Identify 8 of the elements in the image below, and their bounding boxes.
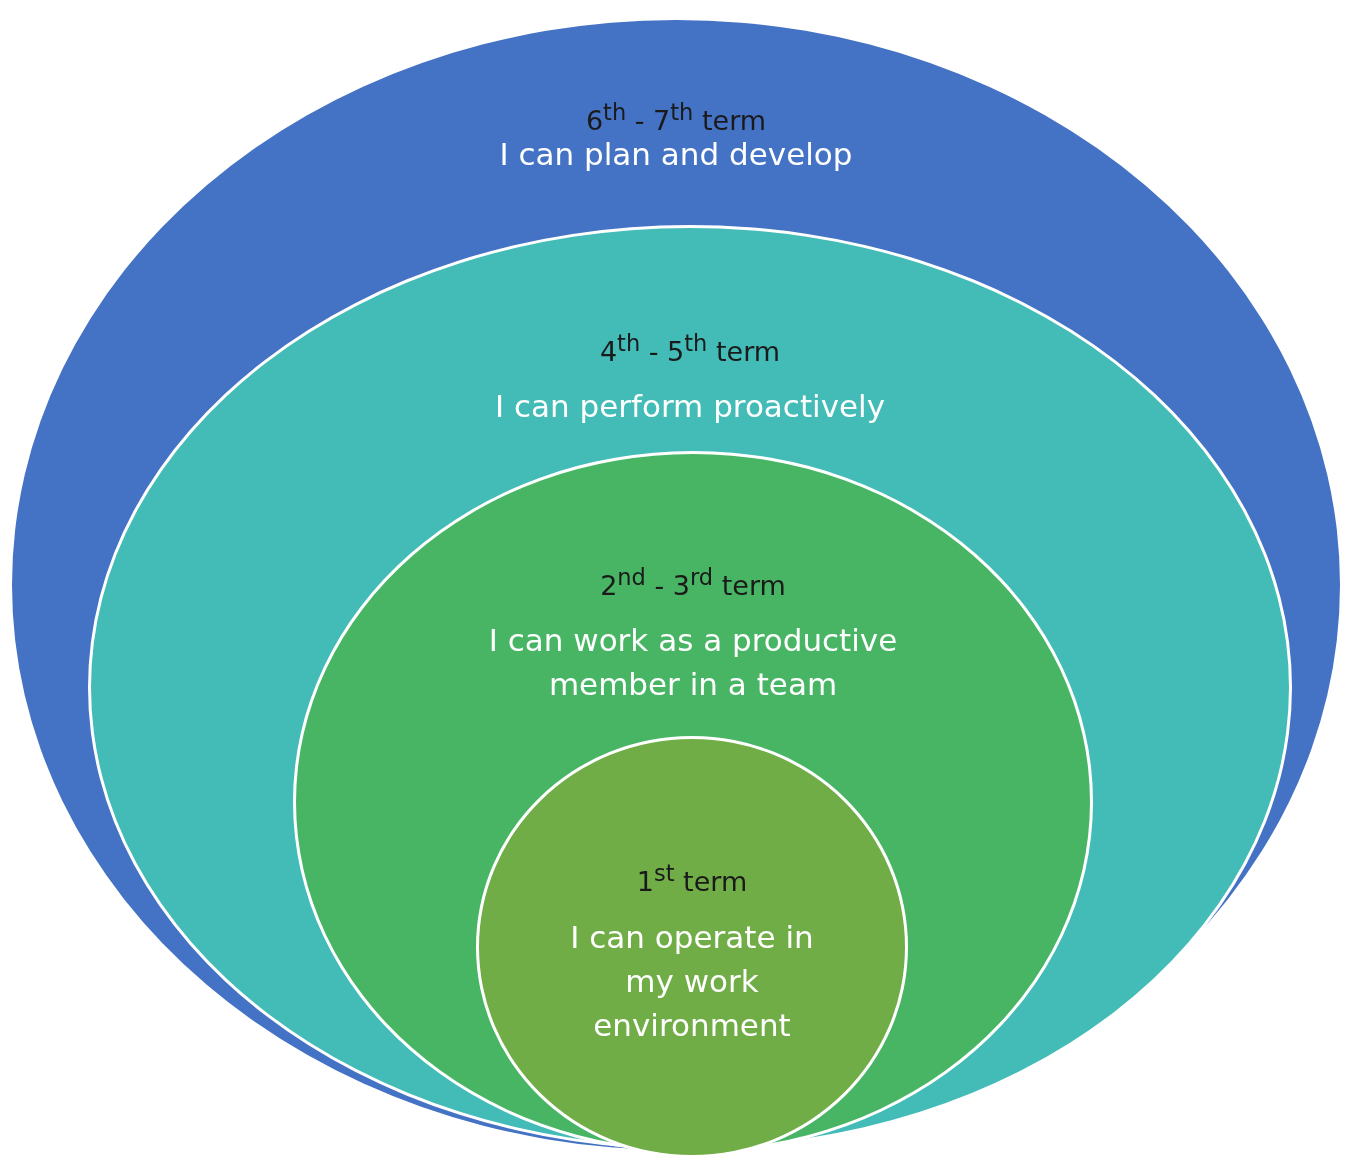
term-label: 6$^{th}$ - 7$^{th}$ term (585, 98, 767, 138)
stage-description: I can work as a productive member in a team (487, 621, 899, 704)
term-label: 1$^{st}$ term (636, 859, 748, 899)
stage-description: I can perform proactively (493, 387, 887, 426)
term-label: 4$^{th}$ - 5$^{th}$ term (599, 329, 781, 369)
term-label: 2$^{nd}$ - 3$^{rd}$ term (600, 563, 786, 603)
stage-description: I can plan and develop (498, 135, 854, 174)
stage-description: I can operate in my work environment (569, 918, 815, 1045)
